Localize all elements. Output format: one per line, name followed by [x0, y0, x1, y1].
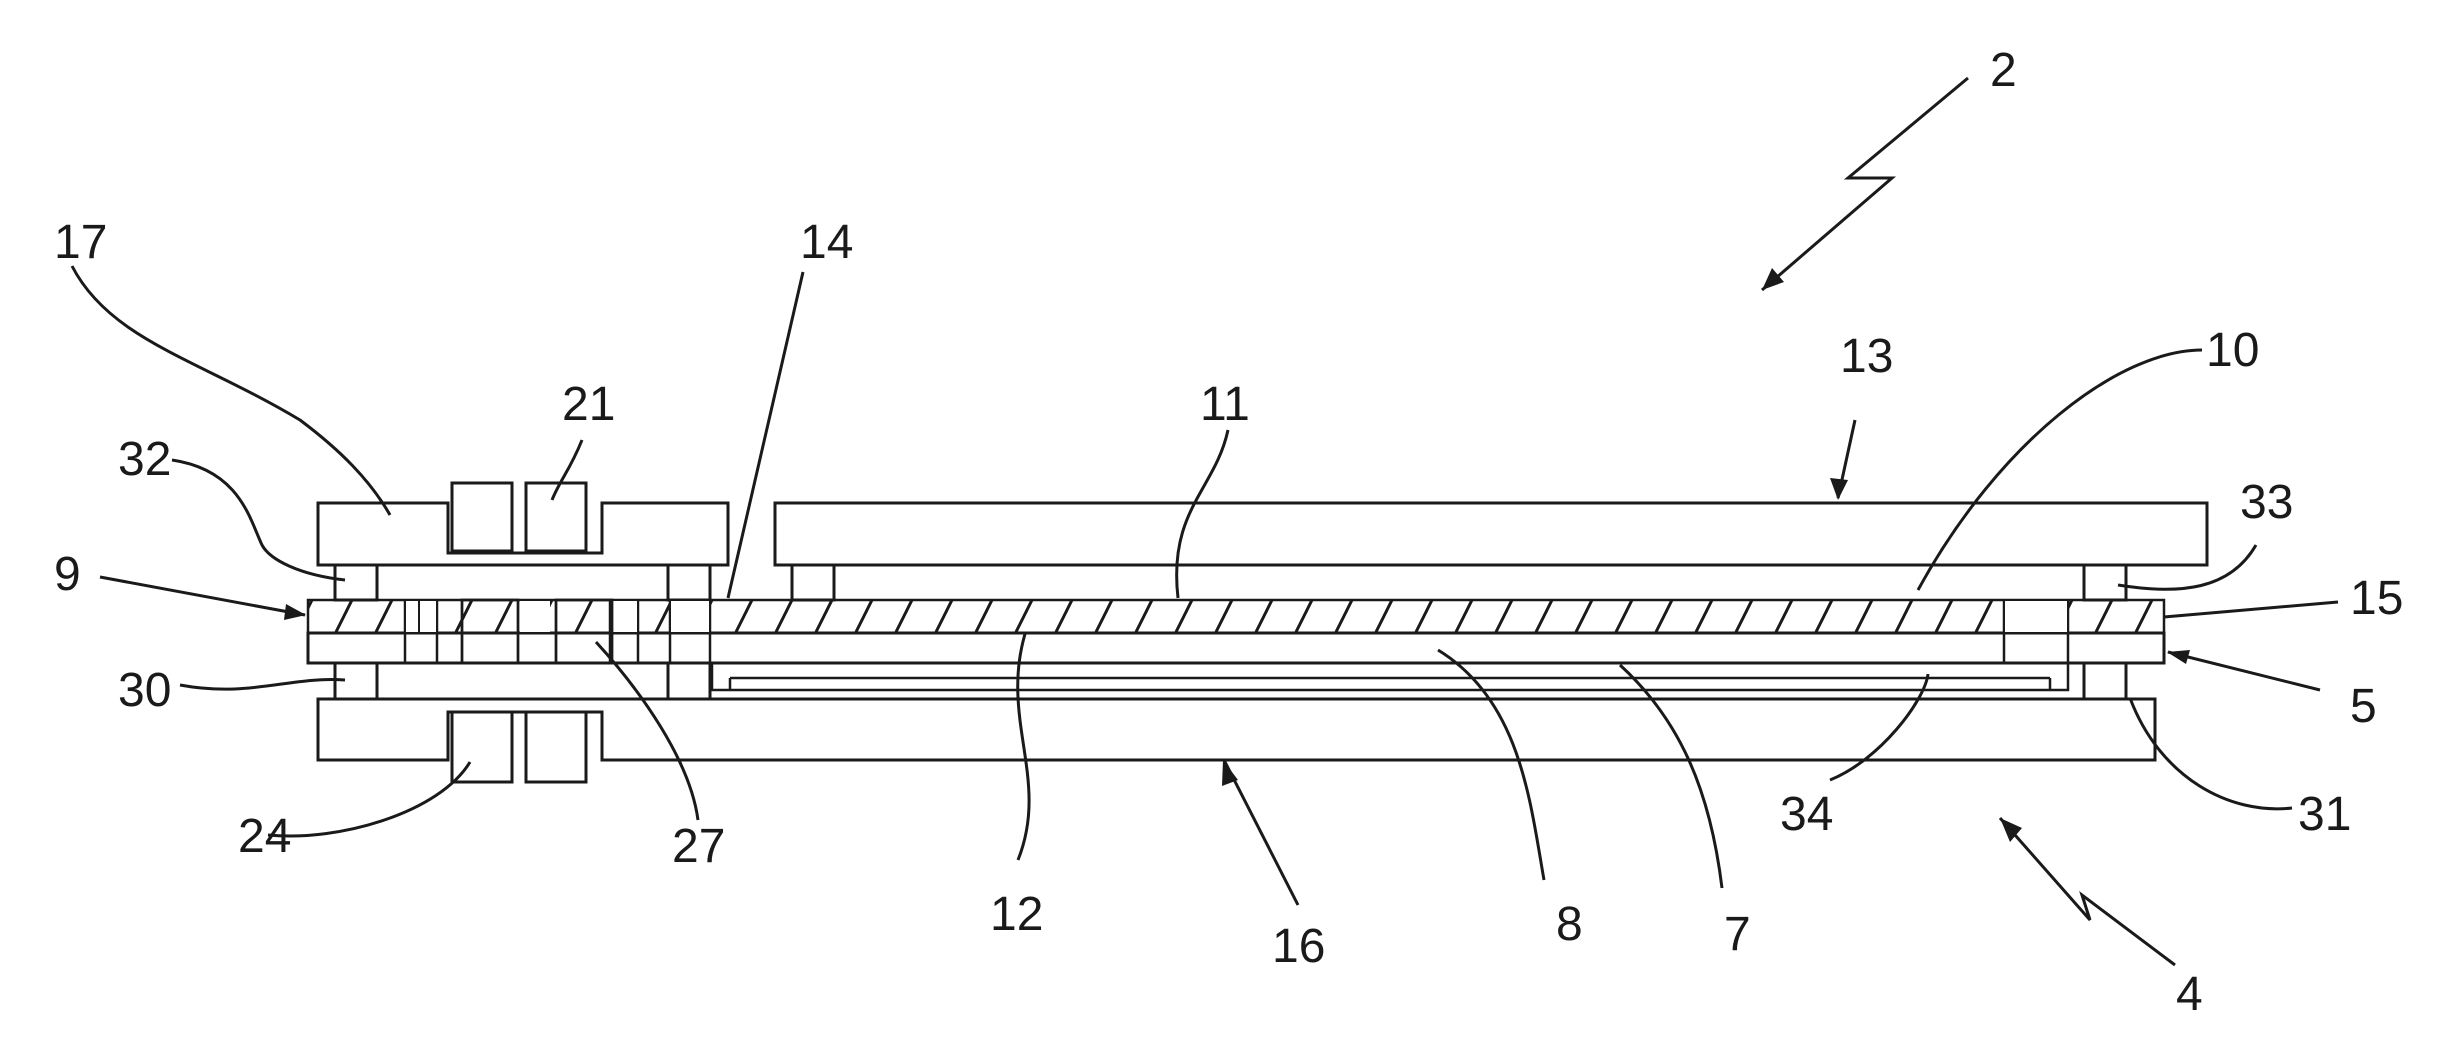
- upper-posts: [335, 565, 2126, 600]
- label-10: 10: [2206, 324, 2259, 377]
- label-14: 14: [800, 216, 853, 269]
- upper-left-block-17: [318, 483, 728, 565]
- label-2: 2: [1990, 44, 2017, 97]
- lower-block-16: [318, 699, 2155, 782]
- label-4: 4: [2176, 968, 2203, 1021]
- label-9: 9: [54, 548, 81, 601]
- label-21: 21: [562, 378, 615, 431]
- label-30: 30: [118, 664, 171, 717]
- label-33: 33: [2240, 476, 2293, 529]
- label-27: 27: [672, 820, 725, 873]
- label-16: 16: [1272, 920, 1325, 973]
- upper-right-block-13: [775, 503, 2207, 565]
- hatched-layer-10: [308, 600, 2164, 633]
- label-11: 11: [1200, 378, 1250, 431]
- label-15: 15: [2350, 572, 2403, 625]
- label-5: 5: [2350, 680, 2377, 733]
- label-13: 13: [1840, 330, 1893, 383]
- cavity-34: [712, 663, 2068, 690]
- label-24: 24: [238, 810, 291, 863]
- label-34: 34: [1780, 788, 1833, 841]
- label-32: 32: [118, 433, 171, 486]
- plain-layer-8: [308, 633, 2164, 663]
- label-31: 31: [2298, 788, 2351, 841]
- label-7: 7: [1724, 908, 1751, 961]
- label-8: 8: [1556, 898, 1583, 951]
- lower-posts: [335, 663, 2126, 699]
- label-17: 17: [54, 216, 107, 269]
- label-12: 12: [990, 888, 1043, 941]
